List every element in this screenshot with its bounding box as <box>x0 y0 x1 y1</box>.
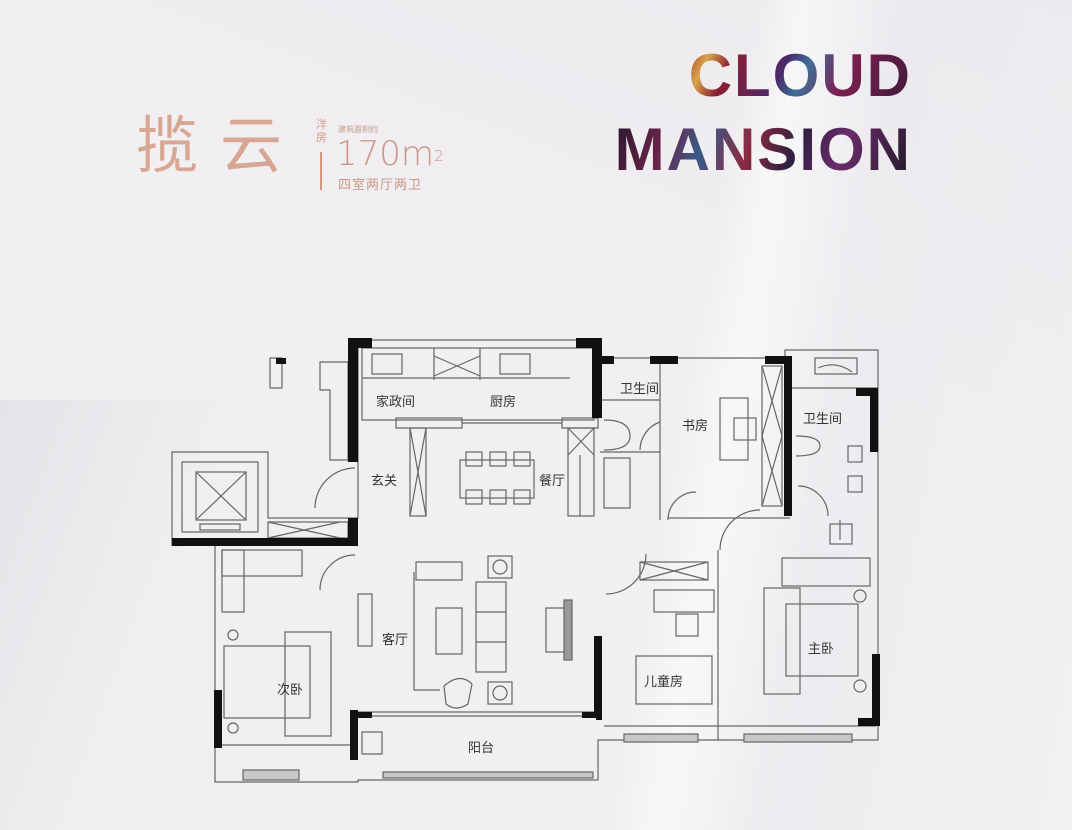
area-number: 170m <box>336 134 435 174</box>
room-label-entry: 玄关 <box>371 474 398 489</box>
room-label-kitchen: 厨房 <box>490 395 517 410</box>
brand-line-1: CLOUD <box>615 46 912 106</box>
project-name: 揽云 <box>136 109 305 182</box>
room-label-study: 书房 <box>682 419 709 434</box>
brand-logo: CLOUD MANSION <box>615 46 912 180</box>
room-label-master-bedroom: 主卧 <box>808 642 835 657</box>
room-label-bathroom-1: 卫生间 <box>620 382 660 397</box>
room-label-utility: 家政间 <box>376 395 416 410</box>
property-type-tag: 洋房 <box>316 118 327 144</box>
room-label-kids-room: 儿童房 <box>644 675 684 690</box>
brand-line-2: MANSION <box>614 116 912 183</box>
area-caption: 建筑面积约 <box>338 125 378 134</box>
room-label-living: 客厅 <box>382 633 409 648</box>
title-divider <box>320 152 322 190</box>
room-label-second-bedroom: 次卧 <box>277 683 304 698</box>
room-label-balcony: 阳台 <box>468 741 495 756</box>
layout-label: 四室两厅两卫 <box>338 178 423 193</box>
area-unit-sup: 2 <box>434 147 444 165</box>
room-label-bathroom-2: 卫生间 <box>803 412 843 427</box>
room-label-dining: 餐厅 <box>539 474 566 489</box>
area-value: 170m2 <box>336 134 444 174</box>
